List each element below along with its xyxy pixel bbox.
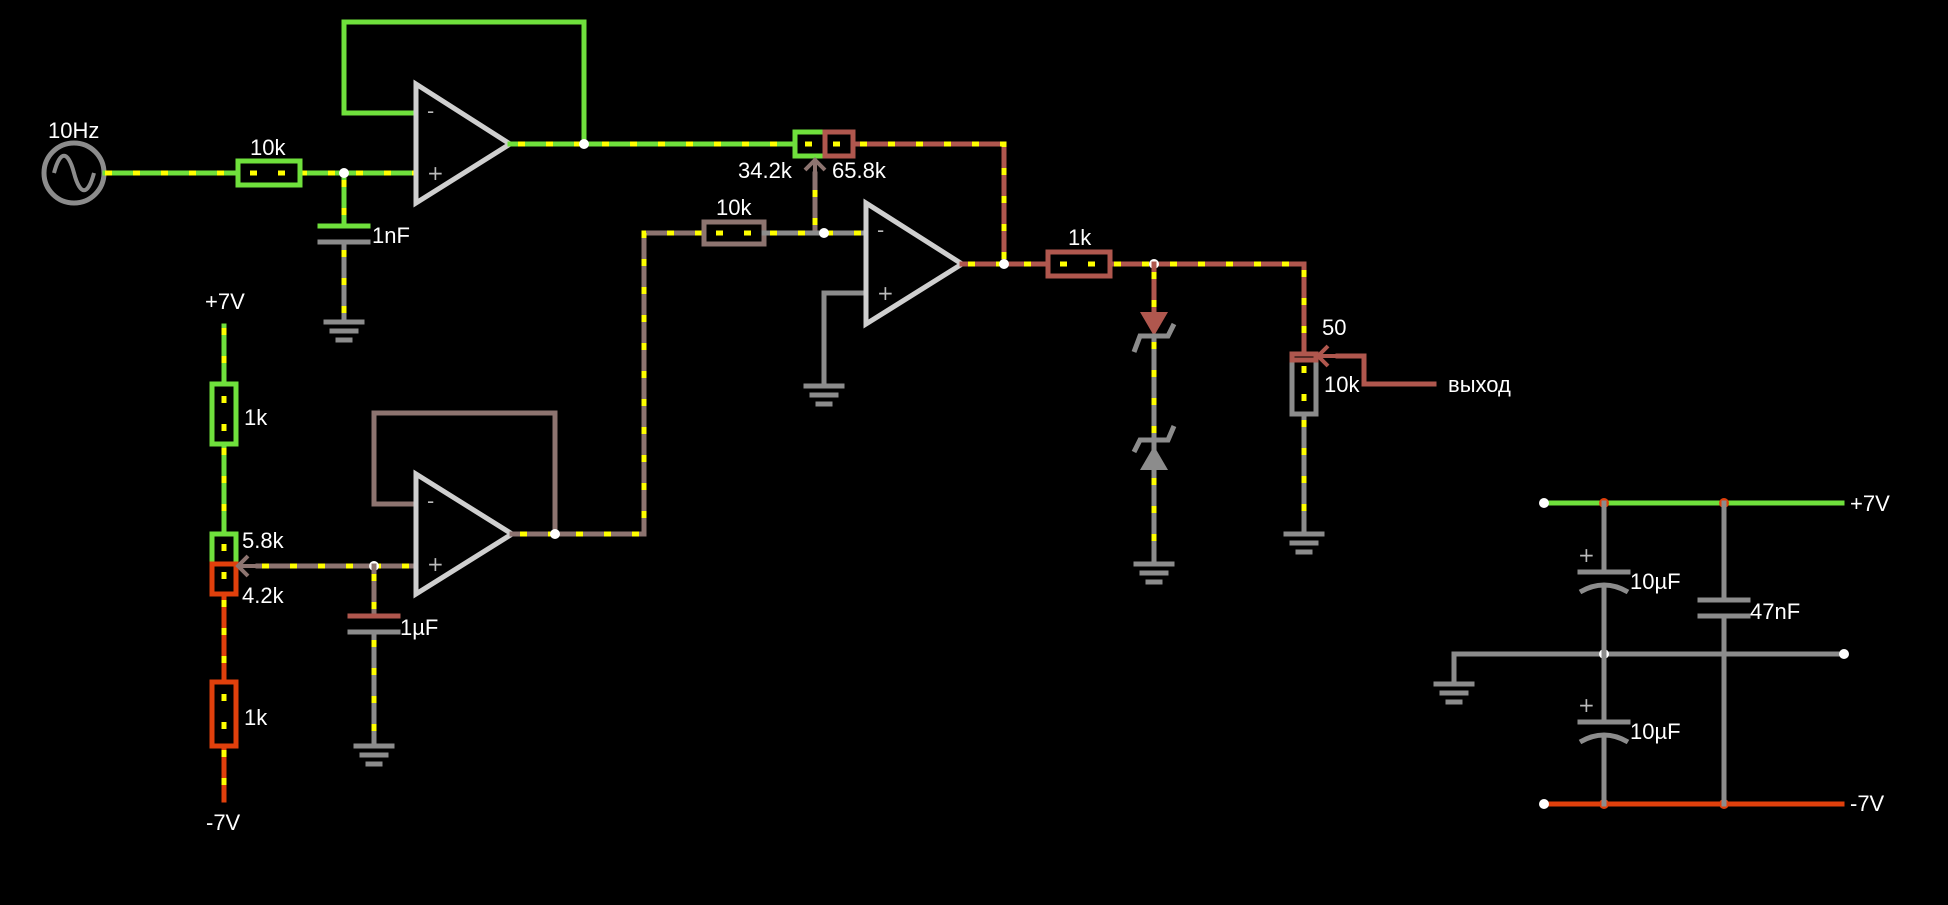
- opamp-buffer-2[interactable]: - +: [371, 410, 558, 599]
- bias-bottom-resistor-label: 1k: [244, 705, 268, 730]
- svg-text:+: +: [877, 281, 894, 305]
- input-wire: [102, 170, 417, 229]
- bias-capacitor-label: 1µF: [400, 615, 438, 640]
- svg-text:+: +: [427, 161, 444, 185]
- pot-feedback-right-label: 65.8k: [832, 158, 887, 183]
- bias-pot-top-label: 5.8k: [242, 528, 285, 553]
- bias-top-resistor[interactable]: [209, 381, 239, 447]
- output-label[interactable]: выход: [1448, 372, 1511, 397]
- bias-plus-label: +7V: [205, 289, 245, 314]
- pot-feedback-left-label: 34.2k: [738, 158, 793, 183]
- svg-text:+: +: [1578, 693, 1595, 717]
- buffer2-output-wire: [509, 230, 707, 537]
- opamp-summing[interactable]: - +: [821, 198, 967, 387]
- ground-rail: [1451, 651, 1847, 683]
- rail-plus-label: +7V: [1850, 491, 1890, 516]
- power-supply: + +: [1433, 498, 1849, 809]
- ground-symbol: [803, 383, 845, 407]
- output-resistor[interactable]: [1045, 249, 1113, 279]
- input-capacitor[interactable]: [317, 180, 371, 321]
- rail-minus-label: -7V: [1850, 791, 1885, 816]
- output-pot-bottom-label: 10k: [1324, 372, 1360, 397]
- input-capacitor-label: 1nF: [372, 223, 410, 248]
- svg-text:+: +: [427, 552, 444, 576]
- supply-capacitor-decoupling-label: 47nF: [1750, 599, 1800, 624]
- output-pot-top-label: 50: [1322, 315, 1346, 340]
- junction-node: [339, 168, 349, 178]
- bias-minus-label: -7V: [206, 810, 241, 835]
- input-resistor[interactable]: [235, 158, 303, 188]
- mid-resistor[interactable]: [701, 219, 767, 247]
- svg-text:-: -: [877, 218, 884, 242]
- output-resistor-label: 1k: [1068, 225, 1092, 250]
- svg-text:+: +: [1578, 543, 1595, 567]
- junction-node: [550, 529, 560, 539]
- ground-symbol: [353, 743, 395, 767]
- source-frequency-label: 10Hz: [48, 118, 99, 143]
- bias-top-resistor-label: 1k: [244, 405, 268, 430]
- bias-capacitor[interactable]: [347, 563, 401, 747]
- junction-node: [999, 259, 1009, 269]
- output-wire: [959, 261, 1307, 357]
- supply-capacitor-top[interactable]: +: [1577, 500, 1631, 723]
- sine-source[interactable]: [41, 140, 107, 206]
- bias-pot-bottom-label: 4.2k: [242, 583, 285, 608]
- supply-capacitor-bottom-label: 10µF: [1630, 719, 1681, 744]
- ground-symbol: [1133, 561, 1175, 585]
- supply-capacitor-bottom[interactable]: +: [1577, 693, 1631, 807]
- bias-bottom-resistor[interactable]: [209, 679, 239, 749]
- zener-diode-pair[interactable]: [1131, 261, 1177, 565]
- supply-capacitor-decoupling[interactable]: [1697, 500, 1751, 807]
- mid-resistor-label: 10k: [716, 195, 752, 220]
- input-resistor-label: 10k: [250, 135, 286, 160]
- ground-symbol: [1283, 531, 1325, 555]
- ground-symbol: [323, 319, 365, 343]
- supply-capacitor-top-label: 10µF: [1630, 569, 1681, 594]
- junction-node: [579, 139, 589, 149]
- junction-node: [819, 228, 829, 238]
- ground-symbol: [1433, 681, 1475, 705]
- svg-text:-: -: [427, 489, 434, 513]
- svg-text:-: -: [427, 99, 434, 123]
- output-terminal-wire: [1335, 353, 1437, 387]
- opamp-buffer-1[interactable]: - +: [341, 19, 587, 208]
